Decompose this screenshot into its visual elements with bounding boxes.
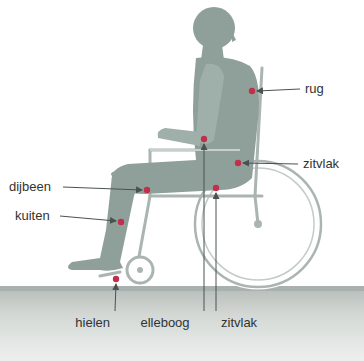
part-label: kuiten [14,208,51,223]
part-label: zitvlak [220,315,258,330]
person-silhouette [68,7,259,271]
marker-dots [113,88,255,282]
part-label: dijbeen [8,179,52,194]
part-label: rug [304,81,325,96]
part-label: zitvlak [302,156,340,171]
floor [0,290,364,361]
floor-edge [0,286,364,291]
leader-lines [60,89,300,311]
front-caster [127,257,153,283]
person-arm [158,64,224,146]
armrest [150,149,240,151]
part-label: hielen [74,315,111,330]
part-label: elleboog [139,315,190,330]
